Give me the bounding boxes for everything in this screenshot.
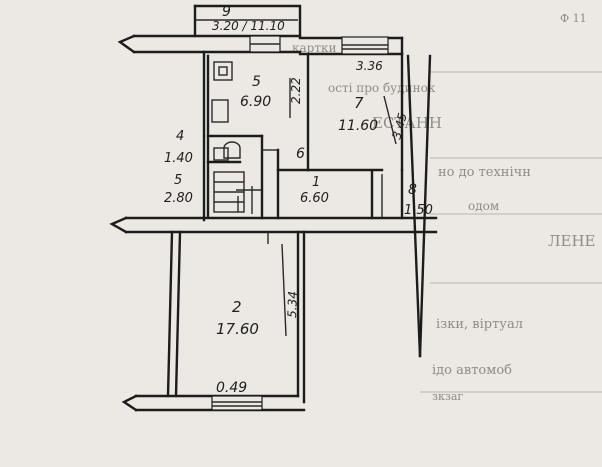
room1-number: 1: [312, 175, 320, 190]
room8-area: 1.50: [404, 203, 433, 218]
background-document: картки ості про будинок ЕСТАНН но до тех…: [292, 12, 602, 403]
toilet-icon: [213, 147, 229, 161]
room-labels: 9 3.20 / 11.10 5 6.90 3.36 2.22 7 11.60 …: [164, 4, 433, 396]
bg-text-line7: ізки, віртуал: [436, 317, 523, 332]
room8-number: 8: [408, 182, 417, 198]
sink-icon: [211, 99, 229, 123]
room2-area: 17.60: [216, 320, 259, 338]
room2-number: 2: [232, 298, 242, 316]
room1-area: 6.60: [300, 191, 329, 206]
room5b-number: 5: [174, 173, 182, 188]
room5-area: 6.90: [240, 94, 271, 110]
bg-text-line1: картки: [292, 41, 336, 55]
fixtures: [211, 61, 245, 213]
dim-room5-side: 2.22: [289, 77, 303, 104]
room7-number: 7: [354, 94, 364, 112]
dimension-lines: [196, 19, 397, 337]
window-room2: [211, 395, 263, 411]
room7-area: 11.60: [338, 118, 378, 134]
dim-window-room7: 3.36: [356, 59, 383, 73]
walls: [109, 4, 438, 412]
room5b-area: 2.80: [164, 191, 193, 206]
dim-room2-side: 5.34: [285, 291, 300, 318]
bg-text-line9: зкзаг: [432, 390, 463, 403]
top-dimension-detail: 3.20 / 11.10: [212, 19, 285, 33]
room6-number: 6: [296, 146, 305, 162]
room4-area: 1.40: [164, 151, 193, 166]
room4-number: 4: [176, 129, 184, 144]
dim-balcony: 0.49: [216, 380, 247, 396]
bg-text-line2: ості про будинок: [328, 81, 436, 95]
bg-text-corner: Ф 11: [560, 12, 587, 25]
room5-number: 5: [252, 74, 261, 90]
top-dimension: 9: [222, 4, 231, 20]
dim-room7-side: 3.45: [389, 111, 409, 140]
bg-text-line5: одом: [468, 199, 499, 213]
bg-text-line6: ЛЕНЕ: [548, 232, 596, 250]
bg-text-line4: но до технічн: [438, 165, 531, 180]
bg-text-line8: ідо автомоб: [432, 363, 512, 378]
washbasin-icon: [223, 141, 241, 159]
windows: [211, 35, 389, 411]
stove-icon: [213, 61, 233, 81]
